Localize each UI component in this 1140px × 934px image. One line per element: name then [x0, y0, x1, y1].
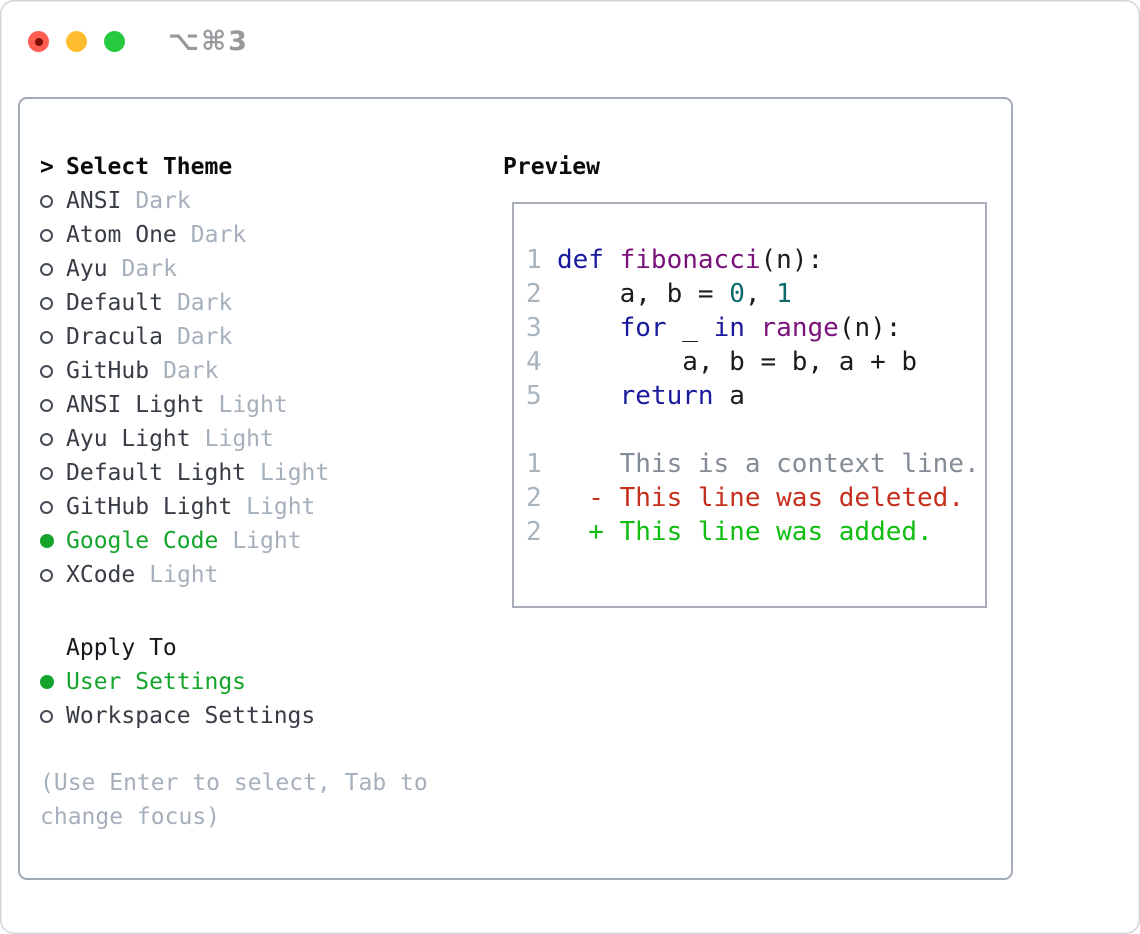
theme-option[interactable]: ANSI Dark: [40, 184, 329, 218]
theme-variant: Dark: [176, 290, 233, 316]
radio-icon: [40, 364, 66, 378]
theme-option[interactable]: Atom One Dark: [40, 218, 329, 252]
help-hint: (Use Enter to select, Tab to change focu…: [40, 770, 428, 830]
radio-icon: [40, 330, 66, 344]
preview-diff-block: 1 This is a context line.2 - This line w…: [526, 447, 985, 549]
theme-option[interactable]: Ayu Light Light: [40, 422, 329, 456]
theme-option[interactable]: Dracula Dark: [40, 320, 329, 354]
line-number: 2: [526, 517, 542, 547]
theme-variant: Dark: [163, 358, 219, 384]
theme-variant: Light: [204, 426, 274, 452]
apply-to-label: Apply To: [66, 635, 177, 661]
apply-to-option[interactable]: Workspace Settings: [40, 699, 315, 733]
radio-icon: [40, 709, 66, 723]
theme-name: Ayu: [66, 256, 108, 282]
theme-list-header: > Select Theme: [40, 150, 329, 184]
line-number: 3: [526, 313, 542, 343]
theme-name: Google Code: [66, 528, 219, 554]
radio-icon: [40, 228, 66, 242]
diff-line-context: 1 This is a context line.: [526, 447, 985, 481]
radio-icon: [40, 398, 66, 412]
window-title: ⌥⌘3: [168, 26, 249, 57]
code-line: 4 a, b = b, a + b: [526, 345, 985, 379]
line-number: 1: [526, 449, 542, 479]
apply-to-option-label: User Settings: [66, 669, 247, 695]
radio-icon: [40, 466, 66, 480]
radio-icon: [40, 432, 66, 446]
theme-option[interactable]: GitHub Light Light: [40, 490, 329, 524]
radio-icon: [40, 194, 66, 208]
radio-icon: [40, 296, 66, 310]
theme-variant: Light: [232, 528, 302, 554]
theme-name: Default: [66, 290, 163, 316]
code-line: 5 return a: [526, 379, 985, 413]
code-text: a, b = 0, 1: [557, 279, 792, 309]
window-titlebar: ⌥⌘3: [28, 26, 249, 57]
close-button-icon[interactable]: [28, 31, 49, 52]
zoom-button-icon[interactable]: [104, 31, 125, 52]
preview-title: Preview: [503, 154, 600, 180]
radio-selected-icon: [40, 534, 66, 548]
theme-name: Dracula: [66, 324, 163, 350]
theme-name: GitHub: [66, 358, 150, 384]
theme-variant: Light: [149, 562, 219, 588]
theme-variant: Light: [260, 460, 330, 486]
theme-name: XCode: [66, 562, 136, 588]
theme-variant: Dark: [176, 324, 233, 350]
theme-list-title: Select Theme: [66, 154, 233, 180]
theme-option[interactable]: XCode Light: [40, 558, 329, 592]
diff-text: - This line was deleted.: [557, 483, 964, 513]
code-text: return a: [619, 381, 745, 411]
code-text: for _ in range(n):: [619, 313, 902, 343]
theme-variant: Dark: [121, 256, 177, 282]
theme-name: ANSI: [66, 188, 122, 214]
code-line: 3 for _ in range(n):: [526, 311, 985, 345]
radio-selected-icon: [40, 675, 66, 689]
theme-option[interactable]: GitHub Dark: [40, 354, 329, 388]
theme-variant: Light: [218, 392, 288, 418]
prompt-icon: >: [40, 154, 54, 180]
theme-option[interactable]: Default Light Light: [40, 456, 329, 490]
preview-blank-line: [526, 413, 985, 447]
theme-name: GitHub Light: [66, 494, 233, 520]
diff-text: This is a context line.: [557, 449, 980, 479]
line-number: 4: [526, 347, 542, 377]
radio-icon: [40, 500, 66, 514]
code-text: def fibonacci(n):: [557, 245, 824, 275]
code-line: 1 def fibonacci(n):: [526, 243, 985, 277]
diff-line-deleted: 2 - This line was deleted.: [526, 481, 985, 515]
theme-name: Default Light: [66, 460, 247, 486]
theme-option[interactable]: Ayu Dark: [40, 252, 329, 286]
radio-icon: [40, 568, 66, 582]
line-number: 5: [526, 381, 542, 411]
apply-to-option[interactable]: User Settings: [40, 665, 315, 699]
theme-name: Ayu Light: [66, 426, 191, 452]
line-number: 2: [526, 279, 542, 309]
theme-name: ANSI Light: [66, 392, 205, 418]
line-number: 2: [526, 483, 542, 513]
theme-variant: Light: [246, 494, 316, 520]
line-number: 1: [526, 245, 542, 275]
radio-icon: [40, 262, 66, 276]
theme-option[interactable]: Default Dark: [40, 286, 329, 320]
minimize-button-icon[interactable]: [66, 31, 87, 52]
theme-name: Atom One: [66, 222, 177, 248]
theme-option[interactable]: ANSI Light Light: [40, 388, 329, 422]
code-text: a, b = b, a + b: [557, 347, 918, 377]
diff-text: + This line was added.: [557, 517, 933, 547]
theme-variant: Dark: [135, 188, 191, 214]
code-line: 2 a, b = 0, 1: [526, 277, 985, 311]
theme-option[interactable]: Google Code Light: [40, 524, 329, 558]
diff-line-added: 2 + This line was added.: [526, 515, 985, 549]
theme-variant: Dark: [190, 222, 247, 248]
apply-to-option-label: Workspace Settings: [66, 703, 316, 729]
